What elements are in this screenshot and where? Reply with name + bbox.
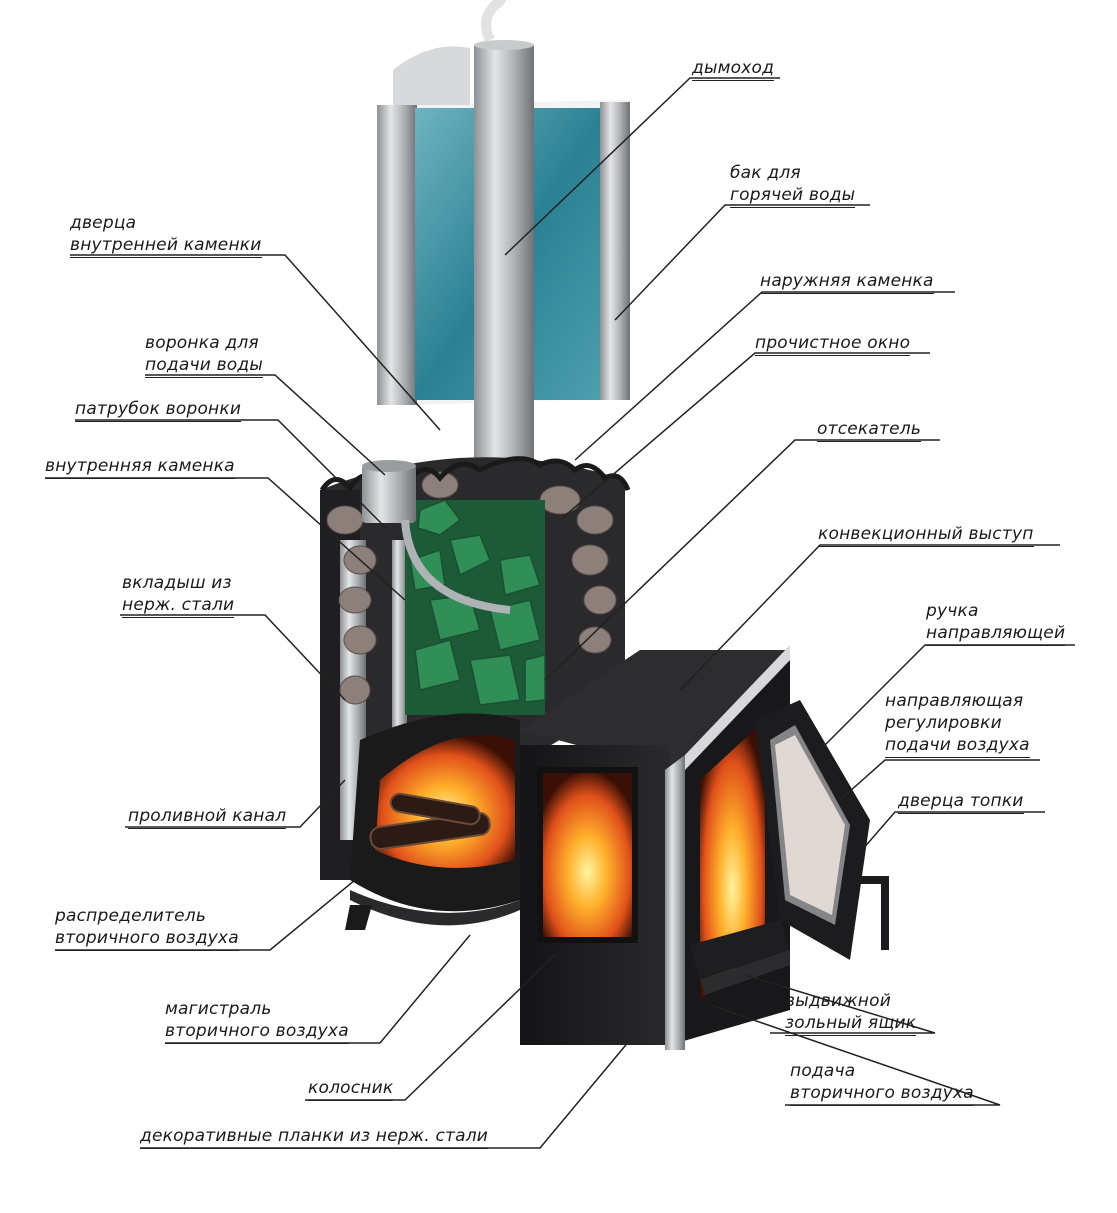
inner-heater-stones	[405, 499, 546, 715]
label-pour-channel-line1: проливной канал	[128, 805, 287, 829]
label-guide-handle-line2: направляющей	[926, 622, 1066, 646]
label-secondary-air-main-line1: магистраль	[165, 999, 272, 1019]
label-funnel-pipe: патрубок воронки	[75, 398, 242, 422]
label-steel-insert-line1: вкладыш из	[122, 573, 232, 593]
label-firebox-door: дверца топки	[898, 790, 1024, 814]
label-pour-channel: проливной канал	[128, 805, 287, 829]
label-cleaning-window: прочистное окно	[755, 332, 911, 356]
label-cutoff-line1: отсекатель	[817, 418, 922, 442]
label-grate: колосник	[308, 1077, 394, 1101]
label-inner-heater-door-line2: внутренней каменки	[70, 234, 262, 258]
label-water-funnel: воронка для подачи воды	[145, 332, 263, 378]
label-secondary-air-main: магистраль вторичного воздуха	[165, 998, 349, 1044]
firebox-box	[520, 645, 790, 1050]
label-air-guide-line2: регулировки	[885, 713, 1002, 733]
label-inner-heater: внутренняя каменка	[45, 455, 235, 479]
label-inner-heater-line1: внутренняя каменка	[45, 455, 235, 479]
label-steel-insert-line2: нерж. стали	[122, 594, 235, 618]
label-convection-ledge: конвекционный выступ	[818, 523, 1034, 547]
label-steel-insert: вкладыш из нерж. стали	[122, 572, 235, 618]
label-secondary-air-main-line2: вторичного воздуха	[165, 1020, 349, 1044]
label-air-guide-line1: направляющая	[885, 691, 1024, 711]
ash-drawer	[690, 920, 790, 995]
label-cutoff: отсекатель	[817, 418, 922, 442]
label-hot-water-tank-line2: горячей воды	[730, 184, 856, 208]
label-secondary-air-distributor-line1: распределитель	[55, 906, 207, 926]
label-cleaning-window-line1: прочистное окно	[755, 332, 911, 356]
label-ash-drawer-line2: зольный ящик	[785, 1012, 917, 1036]
label-secondary-air-distributor-line2: вторичного воздуха	[55, 927, 239, 951]
label-funnel-pipe-line1: патрубок воронки	[75, 398, 242, 422]
label-guide-handle-line1: ручка	[926, 601, 979, 621]
label-convection-ledge-line1: конвекционный выступ	[818, 523, 1034, 547]
label-chimney: дымоход	[692, 57, 775, 81]
label-inner-heater-door: дверца внутренней каменки	[70, 212, 262, 258]
label-hot-water-tank-line1: бак для	[730, 163, 801, 183]
label-air-guide: направляющая регулировки подачи воздуха	[885, 690, 1030, 758]
label-ash-drawer-line1: выдвижной	[785, 991, 891, 1011]
label-secondary-air-supply-line2: вторичного воздуха	[790, 1082, 974, 1106]
label-secondary-air-supply: подача вторичного воздуха	[790, 1060, 974, 1106]
label-outer-heater: наружняя каменка	[760, 270, 934, 294]
label-decor-strips-line1: декоративные планки из нерж. стали	[140, 1125, 489, 1149]
firebox-round	[345, 713, 520, 930]
label-grate-line1: колосник	[308, 1077, 394, 1101]
label-air-guide-line3: подачи воздуха	[885, 734, 1030, 758]
label-outer-heater-line1: наружняя каменка	[760, 270, 934, 294]
label-secondary-air-supply-line1: подача	[790, 1061, 856, 1081]
label-hot-water-tank: бак для горячей воды	[730, 162, 856, 208]
label-water-funnel-line2: подачи воды	[145, 354, 263, 378]
label-chimney-line1: дымоход	[692, 57, 775, 81]
firebox-door	[755, 700, 889, 960]
label-secondary-air-distributor: распределитель вторичного воздуха	[55, 905, 239, 951]
leader-lines	[45, 77, 1075, 1149]
label-ash-drawer: выдвижной зольный ящик	[785, 990, 917, 1036]
label-inner-heater-door-line1: дверца	[70, 213, 137, 233]
label-firebox-door-line1: дверца топки	[898, 790, 1024, 814]
label-decor-strips: декоративные планки из нерж. стали	[140, 1125, 489, 1149]
label-guide-handle: ручка направляющей	[926, 600, 1066, 646]
water-funnel	[362, 460, 511, 614]
label-water-funnel-line1: воронка для	[145, 333, 259, 353]
